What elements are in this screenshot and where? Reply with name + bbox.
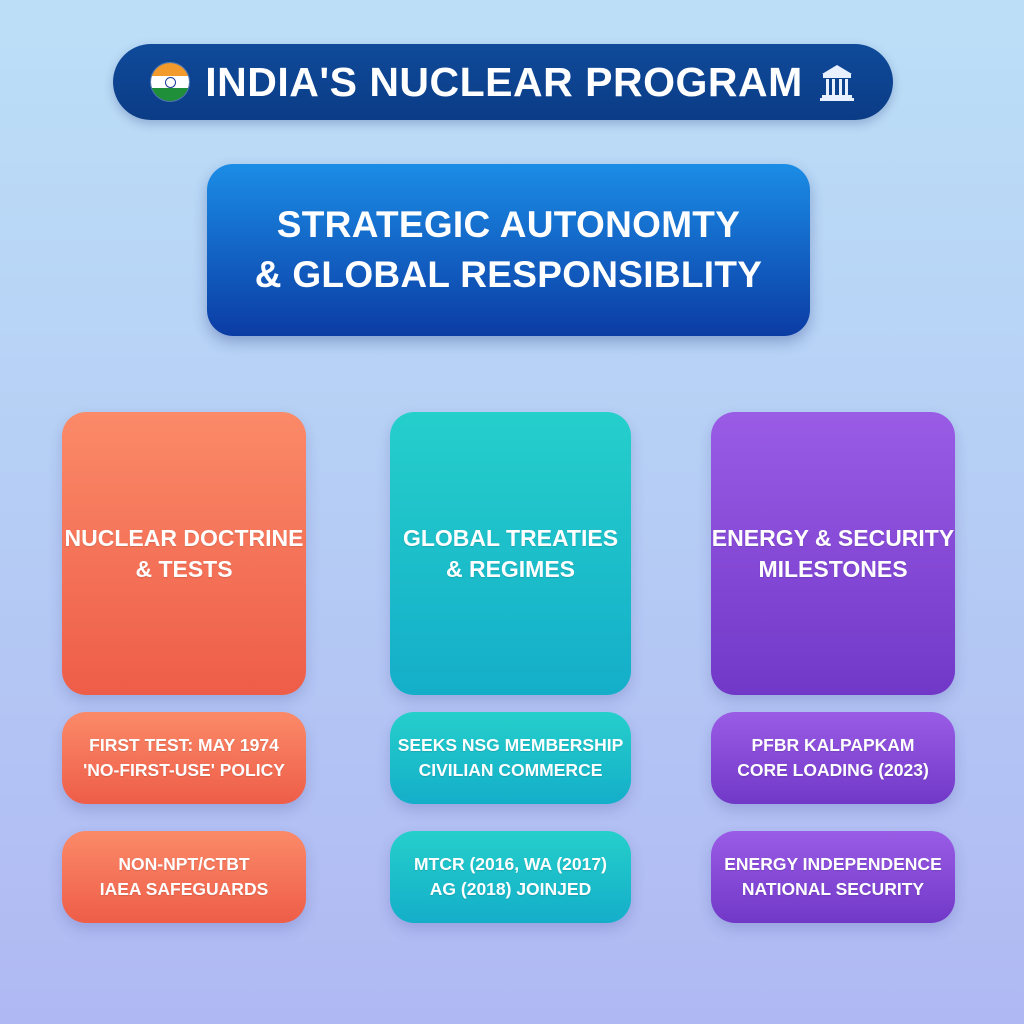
energy-item-2-line-1: ENERGY INDEPENDENCE — [724, 854, 942, 874]
energy-item-card: ENERGY INDEPENDENCE NATIONAL SECURITY — [711, 831, 955, 923]
doctrine-title-line-1: NUCLEAR DOCTRINE — [64, 524, 304, 551]
energy-item-2-line-2: NATIONAL SECURITY — [741, 879, 925, 899]
energy-item-card: PFBR KALPAPKAM CORE LOADING (2023) — [711, 712, 955, 804]
treaties-item-2-line-1: MTCR (2016, WA (2017) — [414, 854, 607, 874]
treaties-item-card: MTCR (2016, WA (2017) AG (2018) JOINJED — [390, 831, 631, 923]
subtitle-line-1: STRATEGIC AUTONOMTY — [276, 204, 741, 245]
treaties-title-line-1: GLOBAL TREATIES — [402, 524, 619, 551]
subtitle-box: STRATEGIC AUTONOMTY & GLOBAL RESPONSIBLI… — [207, 164, 810, 336]
doctrine-title-line-2: & TESTS — [135, 555, 233, 582]
energy-title-line-2: MILESTONES — [758, 555, 908, 582]
doctrine-item-1-line-1: FIRST TEST: MAY 1974 — [89, 735, 279, 755]
treaties-item-card: SEEKS NSG MEMBERSHIP CIVILIAN COMMERCE — [390, 712, 631, 804]
energy-item-1-line-2: CORE LOADING (2023) — [737, 760, 929, 780]
doctrine-item-2-line-1: NON-NPT/CTBT — [118, 854, 250, 874]
doctrine-item-2-line-2: IAEA SAFEGUARDS — [99, 879, 269, 899]
energy-item-1-line-1: PFBR KALPAPKAM — [751, 735, 915, 755]
title-banner: INDIA'S NUCLEAR PROGRAM — [113, 44, 893, 120]
doctrine-item-card: NON-NPT/CTBT IAEA SAFEGUARDS — [62, 831, 306, 923]
treaties-card: GLOBAL TREATIES & REGIMES — [390, 412, 631, 695]
treaties-title-line-2: & REGIMES — [445, 555, 576, 582]
treaties-item-2-line-2: AG (2018) JOINJED — [429, 879, 592, 899]
government-building-icon — [819, 65, 854, 101]
doctrine-card: NUCLEAR DOCTRINE & TESTS — [62, 412, 306, 695]
page-title: INDIA'S NUCLEAR PROGRAM — [205, 58, 803, 105]
doctrine-item-card: FIRST TEST: MAY 1974 'NO-FIRST-USE' POLI… — [62, 712, 306, 804]
india-flag-icon — [151, 63, 190, 101]
energy-title-line-1: ENERGY & SECURITY — [711, 524, 955, 551]
doctrine-item-1-line-2: 'NO-FIRST-USE' POLICY — [83, 760, 285, 780]
treaties-item-1-line-1: SEEKS NSG MEMBERSHIP — [397, 735, 624, 755]
energy-card: ENERGY & SECURITY MILESTONES — [711, 412, 955, 695]
treaties-item-1-line-2: CIVILIAN COMMERCE — [418, 760, 603, 780]
subtitle-line-2: & GLOBAL RESPONSIBLITY — [254, 254, 763, 295]
